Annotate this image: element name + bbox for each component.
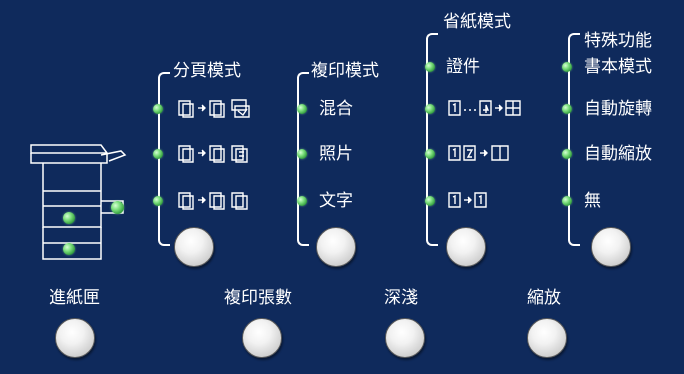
copy-mode-led-text [297,196,307,206]
special-option-book: 書本模式 [584,57,652,77]
collate-mode-button[interactable] [174,227,214,267]
special-label: 特殊功能 [584,31,652,51]
collate-bracket [158,72,170,246]
copy-mode-label: 複印模式 [311,61,379,81]
tray-led-2 [63,243,75,255]
density-button[interactable] [385,318,425,358]
paper-saving-label: 省紙模式 [443,12,511,32]
special-option-none: 無 [584,191,601,211]
paper-saving-bracket [426,33,438,246]
two-up-icon [448,145,509,161]
paper-saving-led-4up [425,104,435,114]
four-up-icon [448,100,521,116]
special-led-auto-rotate [562,104,572,114]
copy-mode-button[interactable] [316,227,356,267]
copy-mode-option-mixed: 混合 [319,99,353,119]
one-to-one-page-icon [448,192,487,208]
four-pages-to-one-icon [178,145,248,163]
paper-saving-option-id: 證件 [446,57,480,77]
two-sided-collate-icon [178,192,248,210]
copy-count-button[interactable] [242,318,282,358]
special-bracket [568,33,580,246]
collate-label: 分頁模式 [173,61,241,81]
copy-mode-option-text: 文字 [319,191,353,211]
special-led-book [562,62,572,72]
copy-mode-option-photo: 照片 [319,144,353,164]
collate-led-1 [153,104,163,114]
paper-saving-led-off [425,196,435,206]
paper-tray-button[interactable] [55,318,95,358]
density-label: 深淺 [384,288,418,308]
paper-tray-label: 進紙匣 [49,288,100,308]
paper-tray-icon [30,144,127,260]
special-function-button[interactable] [591,227,631,267]
copy-mode-led-mixed [297,104,307,114]
tray-led-1 [63,212,75,224]
collate-led-2 [153,149,163,159]
copy-mode-led-photo [297,149,307,159]
paper-saving-button[interactable] [446,227,486,267]
collate-led-3 [153,196,163,206]
special-option-auto-zoom: 自動縮放 [584,144,652,164]
special-option-auto-rotate: 自動旋轉 [584,99,652,119]
zoom-button[interactable] [527,318,567,358]
zoom-label: 縮放 [527,288,561,308]
tray-led-bypass [111,201,124,214]
special-led-none [562,196,572,206]
paper-saving-led-2up [425,149,435,159]
copy-mode-bracket [297,72,309,246]
special-led-auto-zoom [562,149,572,159]
two-pages-to-one-icon [178,99,250,118]
paper-saving-led-id [425,62,435,72]
copy-count-label: 複印張數 [224,288,292,308]
